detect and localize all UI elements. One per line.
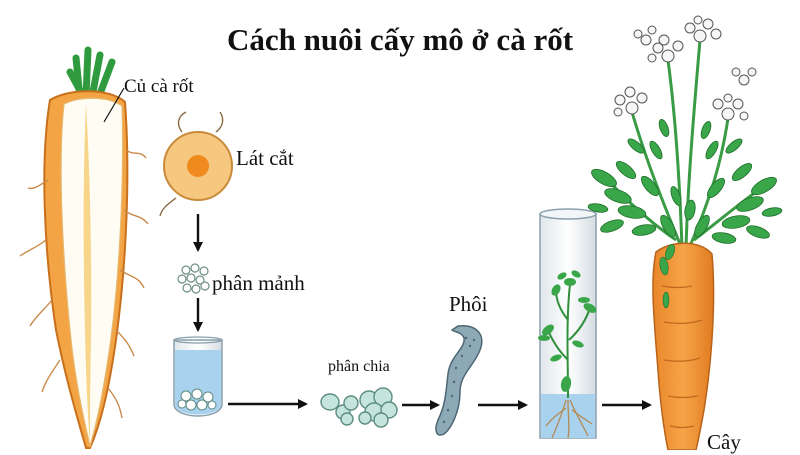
root-label-leader xyxy=(103,87,125,123)
label-embryo: Phôi xyxy=(449,292,488,316)
label-slice: Lát cắt xyxy=(236,146,294,170)
dividing-cells xyxy=(320,387,398,428)
label-fragmentation: phân mảnh xyxy=(212,271,305,295)
carrot-cut-face xyxy=(60,97,124,449)
culture-tube-1 xyxy=(173,336,223,417)
carrot-root-section xyxy=(19,46,149,449)
carrot-rootlets xyxy=(19,149,149,419)
mature-carrot-plant xyxy=(587,15,783,450)
culture-tube-2 xyxy=(538,208,597,439)
label-plant: Cây xyxy=(707,430,741,454)
label-division: phân chia xyxy=(328,358,390,375)
slice-disc xyxy=(159,111,233,217)
flower-umbels xyxy=(613,15,757,121)
mature-carrot-root xyxy=(652,242,715,450)
label-carrot-root: Củ cà rốt xyxy=(124,76,194,97)
diagram-title: Cách nuôi cấy mô ở cà rốt xyxy=(226,22,574,57)
embryo xyxy=(435,325,483,436)
carrot-core xyxy=(83,104,92,444)
fragment-cells xyxy=(177,263,210,294)
tube-1-cells xyxy=(177,388,217,411)
plant-foliage xyxy=(587,119,783,244)
